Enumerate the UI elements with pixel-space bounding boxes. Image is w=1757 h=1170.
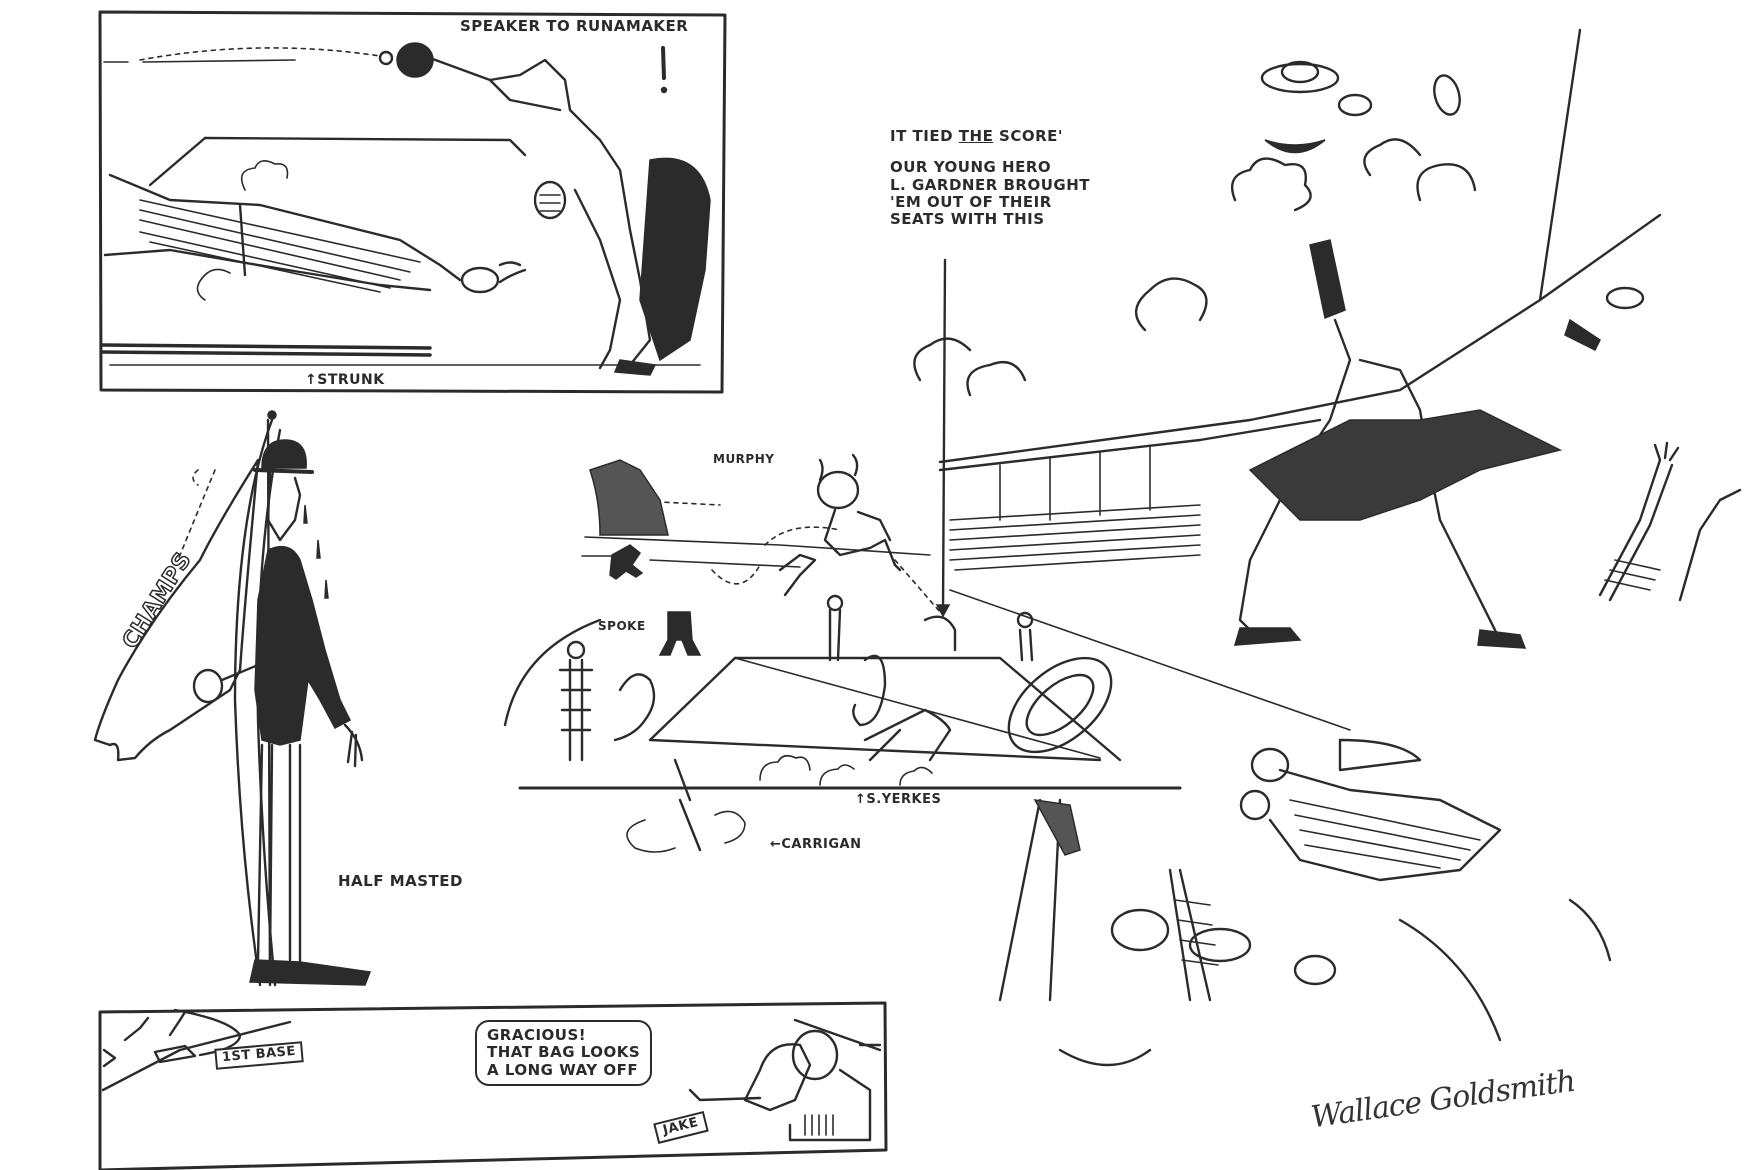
- sliding-runner-figure: [103, 173, 500, 294]
- half-masted-figure: [93, 410, 372, 987]
- caption-body-line: seats with this: [890, 210, 1045, 228]
- carrigan-label: ←Carrigan: [770, 837, 862, 852]
- bull-figure: [816, 453, 902, 572]
- ballfield-diagram: [503, 258, 1182, 853]
- speech-line: Gracious!: [487, 1026, 587, 1044]
- strunk-label: ↑Strunk: [305, 372, 385, 388]
- half-masted-label: Half Masted: [338, 872, 463, 890]
- grandstand-crowd: [913, 28, 1742, 1067]
- caption-headline-underlined: the: [958, 127, 994, 145]
- speech-line: That bag looks: [487, 1043, 641, 1062]
- caption-body-line: 'em out of their: [890, 192, 1052, 211]
- caption-body-line: L. Gardner brought: [890, 175, 1090, 194]
- catcher-figure: [396, 42, 711, 376]
- peering-fan-jake: [743, 1018, 882, 1142]
- murphy-label: Murphy: [713, 452, 775, 466]
- speech-bubble: Gracious! That bag looks a long way off: [475, 1020, 653, 1086]
- top-panel-caption: Speaker to Runamaker: [460, 17, 689, 35]
- leaping-fan-figure: [1233, 239, 1601, 649]
- caption-headline-prefix: It tied: [890, 127, 959, 145]
- speech-line: a long way off: [487, 1060, 639, 1079]
- caption-headline-suffix: score': [993, 127, 1064, 145]
- caption-headline: It tied the score': [890, 127, 1090, 145]
- caption-body-line: Our young hero: [890, 158, 1052, 177]
- top-inset-panel: [98, 10, 727, 394]
- bottom-inset-panel: [98, 1001, 888, 1170]
- cheering-fan-figure: [1239, 738, 1502, 882]
- yerkes-label: ↑S.Yerkes: [855, 792, 942, 807]
- field-players: [558, 594, 1034, 852]
- caption-block: It tied the score' Our young hero L. Gar…: [890, 127, 1090, 228]
- spoke-label: Spoke: [598, 619, 646, 633]
